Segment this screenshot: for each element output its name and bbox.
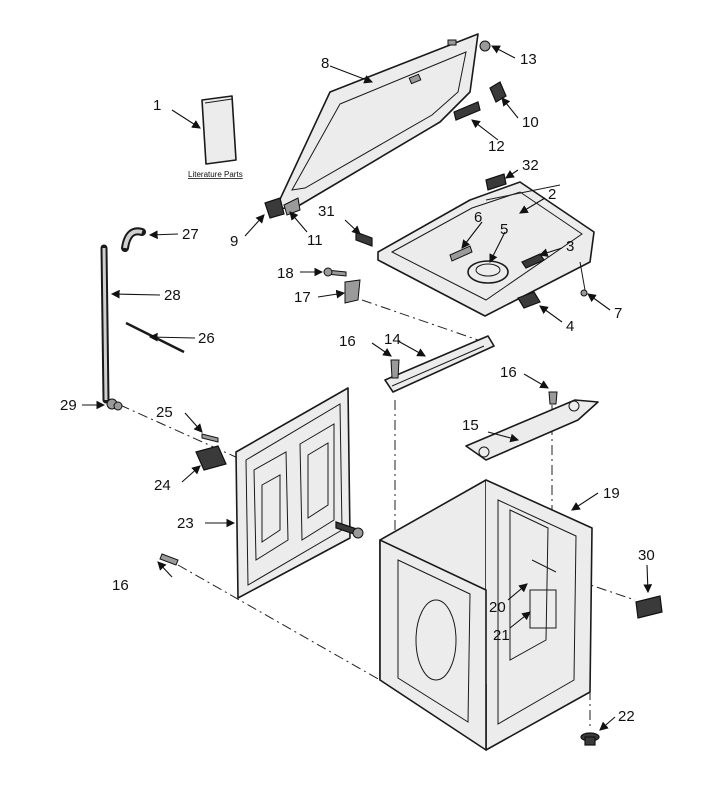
rear-screw-25: [201, 433, 219, 443]
callout-13: 13: [520, 51, 537, 68]
callout-2: 2: [548, 186, 556, 203]
callout-31: 31: [318, 203, 335, 220]
callout-6: 6: [474, 209, 482, 226]
callout-16c: 16: [112, 577, 129, 594]
callout-labels: 1 2 3 4 5 6 7 8 9 10 11 12 13 14 15 16 1…: [60, 51, 655, 725]
callout-11: 11: [307, 232, 323, 249]
leader-lines: [82, 45, 653, 731]
callout-32: 32: [522, 157, 539, 174]
callout-24: 24: [154, 477, 171, 494]
clip-17: [344, 279, 361, 304]
hinge-kit: [453, 101, 481, 121]
lid-hinge-bracket: [283, 197, 301, 216]
callout-20: 20: [489, 599, 506, 616]
hose-elbow: [121, 227, 146, 252]
callout-29: 29: [60, 397, 77, 414]
callout-16a: 16: [339, 333, 356, 350]
callout-10: 10: [522, 114, 539, 131]
lid-hinge-left: [264, 197, 285, 219]
callout-1: 1: [153, 97, 161, 114]
callout-7: 7: [614, 305, 622, 322]
bracket-screw-b: [548, 391, 558, 405]
literature-parts: [201, 95, 237, 165]
drain-hose: [100, 244, 110, 404]
front-bracket: [384, 335, 495, 393]
callout-18: 18: [277, 265, 294, 282]
lid-switch: [489, 81, 507, 103]
callout-23: 23: [177, 515, 194, 532]
leveling-foot: [580, 732, 600, 746]
callout-21: 21: [493, 627, 510, 644]
cabinet: [379, 479, 593, 751]
literature-parts-label: Literature Parts: [188, 170, 243, 179]
callout-30: 30: [638, 547, 655, 564]
callout-17: 17: [294, 289, 311, 306]
callout-8: 8: [321, 55, 329, 72]
callout-12: 12: [488, 138, 505, 155]
rear-panel: [235, 387, 364, 599]
top-panel-clip: [517, 291, 541, 309]
lid-bumper: [479, 40, 491, 52]
rear-screw-16: [159, 553, 179, 566]
callout-16b: 16: [500, 364, 517, 381]
hose-bracket-24: [195, 445, 227, 471]
callout-27: 27: [182, 226, 199, 243]
callout-4: 4: [566, 318, 574, 335]
callout-3: 3: [566, 238, 574, 255]
callout-28: 28: [164, 287, 181, 304]
callout-22: 22: [618, 708, 635, 725]
warning-label: [635, 595, 663, 619]
callout-26: 26: [198, 330, 215, 347]
callout-19: 19: [603, 485, 620, 502]
bracket-screw-a: [390, 359, 400, 379]
hinge-spring: [355, 231, 373, 247]
rear-bracket: [465, 399, 599, 461]
callout-14: 14: [384, 331, 401, 348]
top-hinge: [485, 173, 507, 191]
callout-25: 25: [156, 404, 173, 421]
hose-clamp: [106, 398, 123, 411]
callout-9: 9: [230, 233, 238, 250]
top-panel: [377, 181, 595, 317]
lid: [274, 33, 479, 211]
callout-15: 15: [462, 417, 479, 434]
spring-clip: [579, 261, 588, 297]
screw-18: [323, 267, 347, 277]
callout-5: 5: [500, 221, 508, 238]
